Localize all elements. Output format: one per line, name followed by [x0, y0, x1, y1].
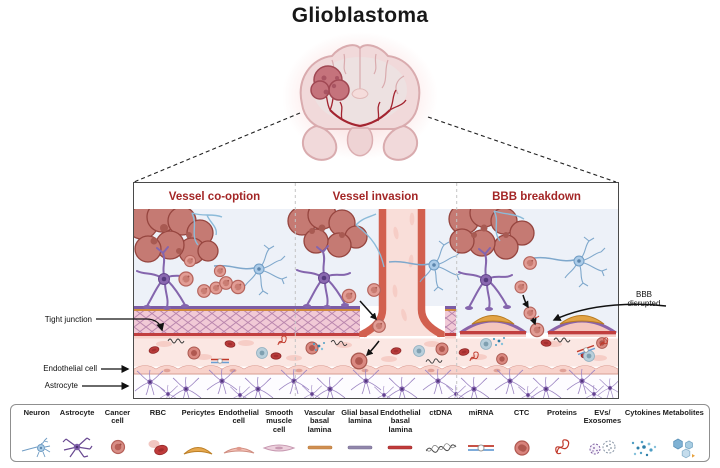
panel-header-bbb-breakdown: BBB breakdown	[492, 191, 581, 203]
legend-label: Endothelial basal lamina	[380, 408, 421, 434]
immune-cell	[413, 345, 425, 357]
endothelial-cell-label: Endothelial cell	[43, 364, 97, 373]
brain-illustration	[282, 30, 438, 166]
rbc-icon	[140, 435, 176, 459]
smooth-muscle-cell-icon	[261, 435, 297, 459]
invasion-arrow	[359, 300, 377, 321]
three-panel-diagram: Vessel co-option Vessel invasion BBB bre…	[133, 182, 619, 399]
breakdown-arrow	[522, 294, 529, 309]
metabolites-icon	[665, 435, 701, 459]
ctc-cell	[350, 352, 368, 370]
legend-label: RBC	[149, 408, 167, 417]
cytokines-icon	[625, 435, 661, 459]
brain-tumor	[310, 65, 350, 101]
ctc-cell	[435, 342, 449, 356]
astrocyte-network-layer	[134, 368, 618, 398]
legend-item-smooth-muscle-cell: Smooth muscle cell	[259, 408, 298, 459]
tight-junction-label: Tight junction	[44, 315, 92, 324]
panel-header-vessel-invasion: Vessel invasion	[332, 191, 419, 203]
legend-item-astrocyte: Astrocyte	[57, 408, 96, 459]
tumor-mass	[134, 209, 223, 265]
brain-lower-lobes	[301, 124, 419, 161]
legend-item-vascular-basal-lamina: Vascular basal lamina	[300, 408, 339, 459]
legend: Neuron Astrocyte Cancer cell RBC Pericyt	[10, 404, 710, 462]
ctc-cell	[496, 353, 508, 365]
legend-label: Vascular basal lamina	[304, 408, 335, 434]
legend-label: Pericytes	[181, 408, 215, 417]
breakdown-arrow	[529, 317, 537, 326]
vessel-wall-layers	[134, 306, 456, 339]
zoom-connector-line	[427, 116, 617, 183]
ctc-cell	[305, 341, 319, 355]
legend-label: Neuron	[23, 408, 50, 417]
legend-label: Smooth muscle cell	[265, 408, 294, 434]
rbc	[270, 352, 282, 360]
legend-item-proteins: Proteins	[542, 408, 581, 459]
page-title: Glioblastoma	[291, 4, 429, 27]
immune-cell	[480, 338, 492, 350]
intravasation-arrow	[365, 340, 380, 357]
legend-label: Cytokines	[624, 408, 661, 417]
legend-label: EVs/ Exosomes	[583, 408, 622, 426]
legend-item-endothelial-cell: Endothelial cell	[218, 408, 259, 459]
zoom-connector-line	[133, 112, 301, 183]
ctc-cell	[187, 346, 201, 360]
bbb-disrupted-label: BBB disrupted	[627, 290, 661, 309]
legend-item-cytokines: Cytokines	[623, 408, 662, 459]
ctc-icon	[504, 435, 540, 459]
mirna-icon	[463, 435, 499, 459]
endothelial-cell-icon	[221, 435, 257, 459]
legend-label: Proteins	[546, 408, 577, 417]
legend-label: Astrocyte	[59, 408, 95, 417]
legend-item-glial-basal-lamina: Glial basal lamina	[340, 408, 379, 459]
legend-item-ctc: CTC	[502, 408, 541, 459]
evs-exosomes-icon	[584, 435, 620, 459]
pericyte	[471, 315, 515, 325]
cancer-cell-icon	[100, 435, 136, 459]
legend-label: CTC	[513, 408, 530, 417]
proteins-icon	[544, 435, 580, 459]
legend-item-rbc: RBC	[138, 408, 177, 459]
vessel-lumen	[134, 335, 618, 367]
legend-item-ctdna: ctDNA	[421, 408, 460, 459]
neurovascular-process	[355, 213, 385, 268]
astrocyte-label: Astrocyte	[44, 381, 78, 390]
legend-item-endothelial-basal-lamina: Endothelial basal lamina	[380, 408, 421, 459]
endothelial-basal-lamina-icon	[382, 435, 418, 459]
legend-item-neuron: Neuron	[17, 408, 56, 459]
neuron-icon	[19, 435, 55, 459]
tumor-mass	[287, 209, 385, 268]
legend-label: Endothelial cell	[218, 408, 259, 426]
legend-label: ctDNA	[429, 408, 453, 417]
legend-item-pericytes: Pericytes	[179, 408, 218, 459]
legend-label: Glial basal lamina	[341, 408, 379, 426]
astrocyte-icon	[59, 435, 95, 459]
legend-item-mirna: miRNA	[461, 408, 500, 459]
panel-header-vessel-co-option: Vessel co-option	[168, 191, 261, 203]
ctdna-icon	[423, 435, 459, 459]
tumor-capillary	[493, 210, 525, 242]
legend-item-cancer-cell: Cancer cell	[98, 408, 137, 459]
endothelial-cell-layer	[134, 365, 618, 375]
tumor-capillary	[191, 212, 223, 246]
immune-cell	[256, 347, 268, 359]
panel-artwork	[134, 183, 618, 398]
legend-item-metabolites: Metabolites	[662, 408, 704, 459]
legend-item-evs-exosomes: EVs/ Exosomes	[583, 408, 622, 459]
tight-junction-smooth-muscle-layer	[134, 311, 360, 333]
pericytes-icon	[180, 435, 216, 459]
legend-label: miRNA	[468, 408, 494, 417]
vascular-basal-lamina-icon	[302, 435, 338, 459]
legend-label: Cancer cell	[104, 408, 131, 426]
brain-coronal-section-graphic	[282, 32, 438, 161]
glial-basal-lamina-icon	[342, 435, 378, 459]
legend-label: Metabolites	[662, 408, 704, 417]
